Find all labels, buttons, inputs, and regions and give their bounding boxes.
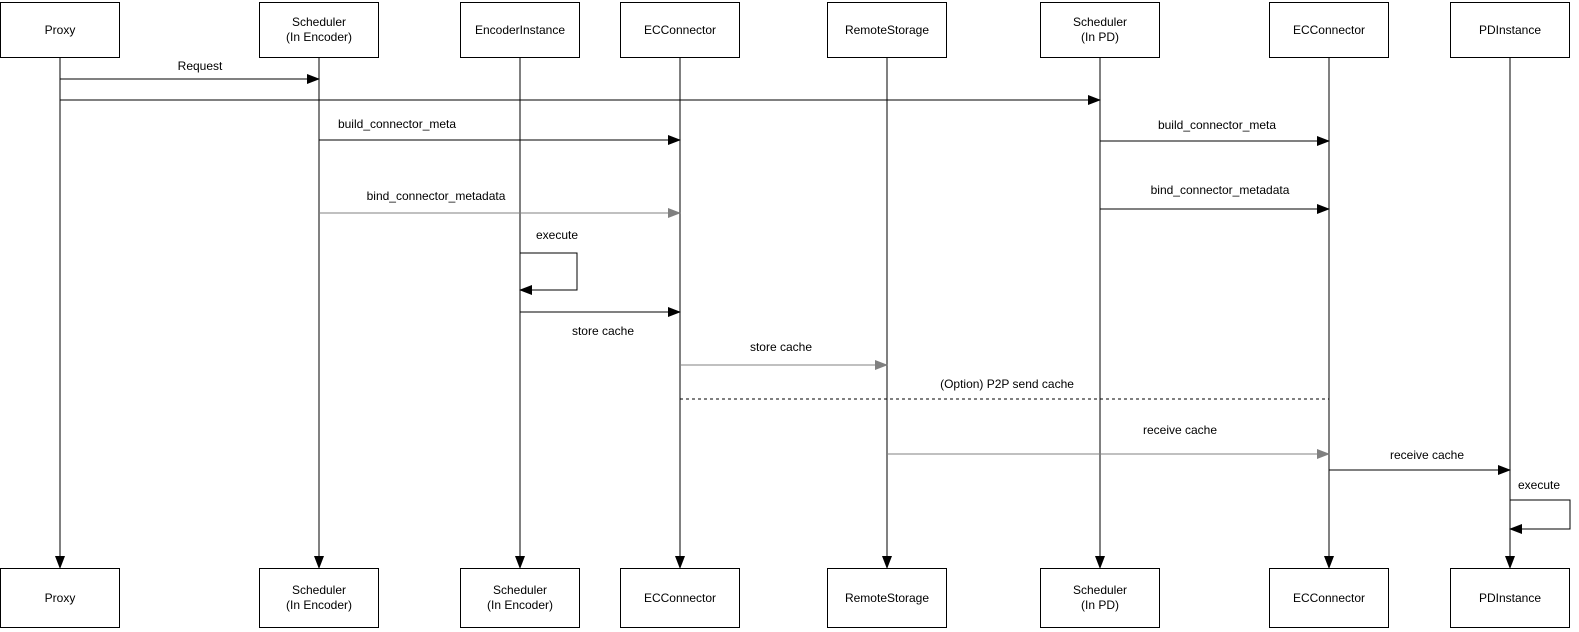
participant-box-ec-connector-encoder: ECConnector bbox=[620, 2, 740, 58]
message-label-p2p-send-cache: (Option) P2P send cache bbox=[940, 377, 1074, 391]
participant-box-encoder-instance: EncoderInstance bbox=[460, 2, 580, 58]
participant-box-proxy: Proxy bbox=[0, 2, 120, 58]
participant-bottom-box-pd-instance: PDInstance bbox=[1450, 568, 1570, 628]
participant-box-remote-storage: RemoteStorage bbox=[827, 2, 947, 58]
message-label-encoder-to-connector: store cache bbox=[571, 324, 635, 338]
message-label-build-connector-meta-r: build_connector_meta bbox=[1157, 118, 1277, 132]
participant-bottom-box-encoder-instance: Scheduler (In Encoder) bbox=[460, 568, 580, 628]
message-label-receive-cache-l: receive cache bbox=[1142, 423, 1218, 437]
self-loop-execute-encoder bbox=[519, 252, 578, 295]
participant-bottom-box-scheduler-in-pd: Scheduler (In PD) bbox=[1040, 568, 1160, 628]
message-label-store-cache-remote: store cache bbox=[749, 340, 813, 354]
participant-box-scheduler-in-encoder: Scheduler (In Encoder) bbox=[259, 2, 379, 58]
participant-box-pd-instance: PDInstance bbox=[1450, 2, 1570, 58]
participant-bottom-box-ec-connector-encoder: ECConnector bbox=[620, 568, 740, 628]
participant-box-scheduler-in-pd: Scheduler (In PD) bbox=[1040, 2, 1160, 58]
participant-bottom-box-ec-connector-pd: ECConnector bbox=[1269, 568, 1389, 628]
message-label-receive-cache-r: receive cache bbox=[1389, 448, 1465, 462]
participant-bottom-box-remote-storage: RemoteStorage bbox=[827, 568, 947, 628]
message-label-build-connector-meta-l: build_connector_meta bbox=[337, 117, 457, 131]
participant-bottom-box-proxy: Proxy bbox=[0, 568, 120, 628]
self-loop-execute-pd bbox=[1509, 499, 1571, 534]
self-loop-label-execute-encoder: execute bbox=[535, 228, 579, 242]
self-loop-label-execute-pd: execute bbox=[1517, 478, 1561, 492]
participant-box-ec-connector-pd: ECConnector bbox=[1269, 2, 1389, 58]
message-label-bind-connector-metadata-l: bind_connector_metadata bbox=[366, 189, 506, 203]
participant-bottom-box-scheduler-in-encoder: Scheduler (In Encoder) bbox=[259, 568, 379, 628]
message-label-bind-connector-metadata-r: bind_connector_metadata bbox=[1150, 183, 1290, 197]
message-label-request: Request bbox=[177, 59, 223, 73]
